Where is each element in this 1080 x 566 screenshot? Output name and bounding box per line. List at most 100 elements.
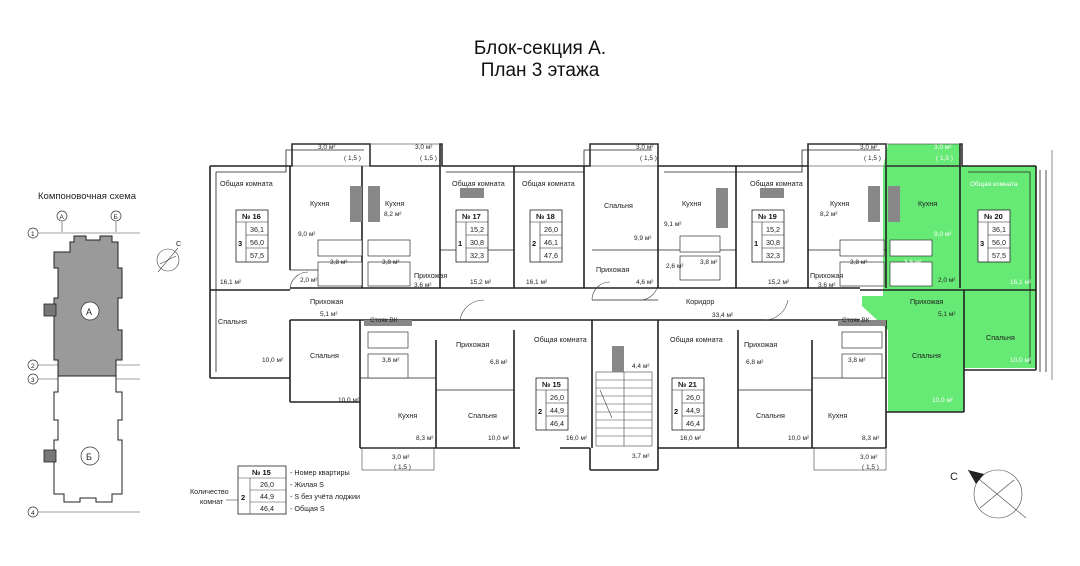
balconies [291, 143, 963, 471]
room-label-hall-17: Прихожая [414, 271, 447, 280]
bathroom-fixtures [317, 186, 933, 379]
area-label: 3,8 м² [382, 357, 400, 364]
area-label: 9,0 м² [934, 231, 952, 238]
staircase [595, 346, 653, 447]
axis-bubble-b [110, 210, 122, 222]
compass-north-icon: С [156, 239, 181, 273]
balcony-coef: ( 1,5 ) [420, 155, 437, 162]
legend-rooms: 2 [241, 493, 245, 502]
scheme-title: Компоновочная схема [38, 191, 137, 202]
legend-desc-num: - Номер квартиры [290, 468, 350, 477]
svg-text:26,0: 26,0 [550, 393, 564, 402]
area-label: 8,3 м² [862, 435, 880, 442]
area-label: 10,0 м² [788, 435, 810, 442]
area-label: 3,6 м² [414, 282, 432, 289]
svg-text:36,1: 36,1 [992, 225, 1006, 234]
riser-label-left: Стояк ВК [370, 317, 398, 324]
room-label-hall-21: Прихожая [744, 340, 777, 349]
svg-text:57,5: 57,5 [250, 251, 264, 260]
svg-text:56,0: 56,0 [992, 238, 1006, 247]
balcony-area: 3,0 м² [318, 144, 336, 151]
svg-text:46,1: 46,1 [544, 238, 558, 247]
area-label: 10,0 м² [932, 397, 954, 404]
svg-text:№ 21: № 21 [678, 380, 697, 389]
svg-text:46,4: 46,4 [686, 419, 700, 428]
area-label: 10,0 м² [338, 397, 360, 404]
svg-text:1: 1 [754, 239, 758, 248]
svg-text:32,3: 32,3 [766, 251, 780, 260]
legend-count-label-2: комнат [200, 497, 224, 506]
legend-desc-3: - Общая S [290, 504, 325, 513]
area-label: 4,6 м² [636, 279, 654, 286]
svg-text:№ 20: № 20 [984, 212, 1003, 221]
room-label-living-21: Общая комната [670, 335, 723, 344]
room-label-living-15: Общая комната [534, 335, 587, 344]
svg-text:15,2: 15,2 [470, 225, 484, 234]
axis-label-a: А [60, 214, 65, 221]
legend-desc-2: - S без учёта лоджии [290, 492, 360, 501]
svg-text:2: 2 [532, 239, 536, 248]
compositional-scheme: Компоновочная схема А Б 1 2 3 4 А Б [27, 191, 140, 518]
balcony-area: 3,0 м² [860, 454, 878, 461]
balcony-area: 3,0 м² [636, 144, 654, 151]
svg-text:36,1: 36,1 [250, 225, 264, 234]
svg-text:2: 2 [538, 407, 542, 416]
area-label: 3,6 м² [818, 282, 836, 289]
area-label: 3,8 м² [700, 259, 718, 266]
room-label-hall-19: Прихожая [810, 271, 843, 280]
legend-desc-1: - Жилая S [290, 480, 324, 489]
apt-box-21: № 21 2 26,0 44,9 46,4 [671, 377, 705, 431]
area-label: 16,1 м² [220, 279, 242, 286]
balcony-coef: ( 1,5 ) [862, 464, 879, 471]
area-label: 4,4 м² [632, 363, 650, 370]
svg-text:30,8: 30,8 [766, 238, 780, 247]
svg-text:№ 17: № 17 [462, 212, 481, 221]
svg-text:46,4: 46,4 [550, 419, 564, 428]
balcony-area: 3,0 м² [392, 454, 410, 461]
area-label: 15,2 м² [768, 279, 790, 286]
axis-bubble-a [56, 210, 68, 222]
room-label-living-17: Общая комната [452, 179, 505, 188]
area-label: 16,0 м² [566, 435, 588, 442]
svg-text:32,3: 32,3 [470, 251, 484, 260]
svg-text:3: 3 [980, 239, 984, 248]
area-label: 8,3 м² [416, 435, 434, 442]
room-label-hall-16: Прихожая [310, 297, 343, 306]
north-label-small: С [176, 239, 181, 248]
svg-text:15,2: 15,2 [766, 225, 780, 234]
room-label-kitchen-15: Кухня [398, 411, 417, 420]
area-label: 10,0 м² [488, 435, 510, 442]
room-label-hall-18: Прихожая [596, 265, 629, 274]
room-label-kitchen-19: Кухня [830, 199, 849, 208]
plan-subtitle: План 3 этажа [480, 60, 600, 81]
legend-num: № 15 [252, 468, 271, 477]
axis-label-b: Б [114, 214, 118, 221]
area-label: 15,2 м² [470, 279, 492, 286]
svg-text:56,0: 56,0 [250, 238, 264, 247]
balcony-coef: ( 1,5 ) [864, 155, 881, 162]
room-label-corridor: Коридор [686, 297, 714, 306]
svg-text:26,0: 26,0 [544, 225, 558, 234]
area-label: 16,1 м² [1010, 279, 1032, 286]
apt-box-20: № 20 3 36,1 56,0 57,5 [977, 209, 1011, 263]
area-label: 2,6 м² [666, 263, 684, 270]
legend-v1: 26,0 [260, 480, 274, 489]
area-label: 9,0 м² [298, 231, 316, 238]
svg-text:3: 3 [238, 239, 242, 248]
legend-v3: 46,4 [260, 504, 274, 513]
scheme-block-b [53, 375, 123, 503]
room-label-kitchen-21: Кухня [828, 411, 847, 420]
compass-north-icon-large: С [950, 469, 1027, 519]
room-label-kitchen-16: Кухня [310, 199, 329, 208]
room-label-bedroom-16b: Спальня [310, 351, 339, 360]
apt-box-16: № 16 3 36,1 56,0 57,5 [235, 209, 269, 263]
scheme-block-b-label: Б [86, 452, 92, 462]
legend-v2: 44,9 [260, 492, 274, 501]
svg-text:№ 16: № 16 [242, 212, 261, 221]
area-label: 10,0 м² [1010, 357, 1032, 364]
area-label: 5,1 м² [938, 311, 956, 318]
room-label-bedroom-20b: Спальня [912, 351, 941, 360]
area-label: 3,8 м² [904, 259, 922, 266]
area-label: 9,1 м² [664, 221, 682, 228]
